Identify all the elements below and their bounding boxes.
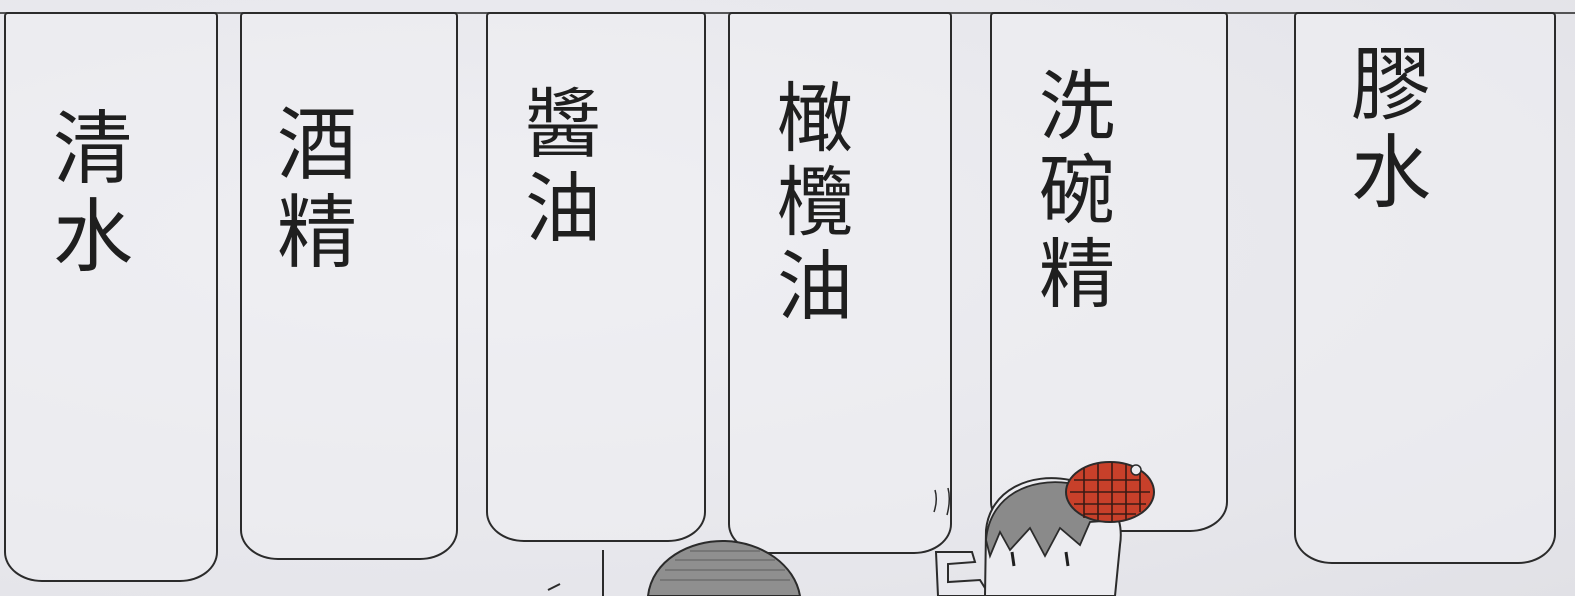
bottle-label: 洗碗精 [1026,66,1115,318]
bottle-label: 膠水 [1338,42,1431,218]
bottle-label: 酒精 [264,102,357,278]
motion-line [933,489,938,513]
bottle-alcohol[interactable]: 酒精 [240,12,458,560]
bottle-label: 橄欖油 [764,78,853,330]
bottle-glue[interactable]: 膠水 [1294,12,1556,564]
hand-mark [547,583,561,591]
bottle-dish-soap[interactable]: 洗碗精 [990,12,1228,532]
bottle-label: 醬油 [512,84,601,252]
motion-line [946,487,951,516]
bottle-label: 清水 [40,106,133,282]
bottle-clear-water[interactable]: 清水 [4,12,218,582]
bottle-soy-sauce[interactable]: 醬油 [486,12,706,542]
character-head-with-beret-icon [934,461,1155,596]
bottle-olive-oil[interactable]: 橄欖油 [728,12,952,554]
round-head-icon [646,539,802,596]
